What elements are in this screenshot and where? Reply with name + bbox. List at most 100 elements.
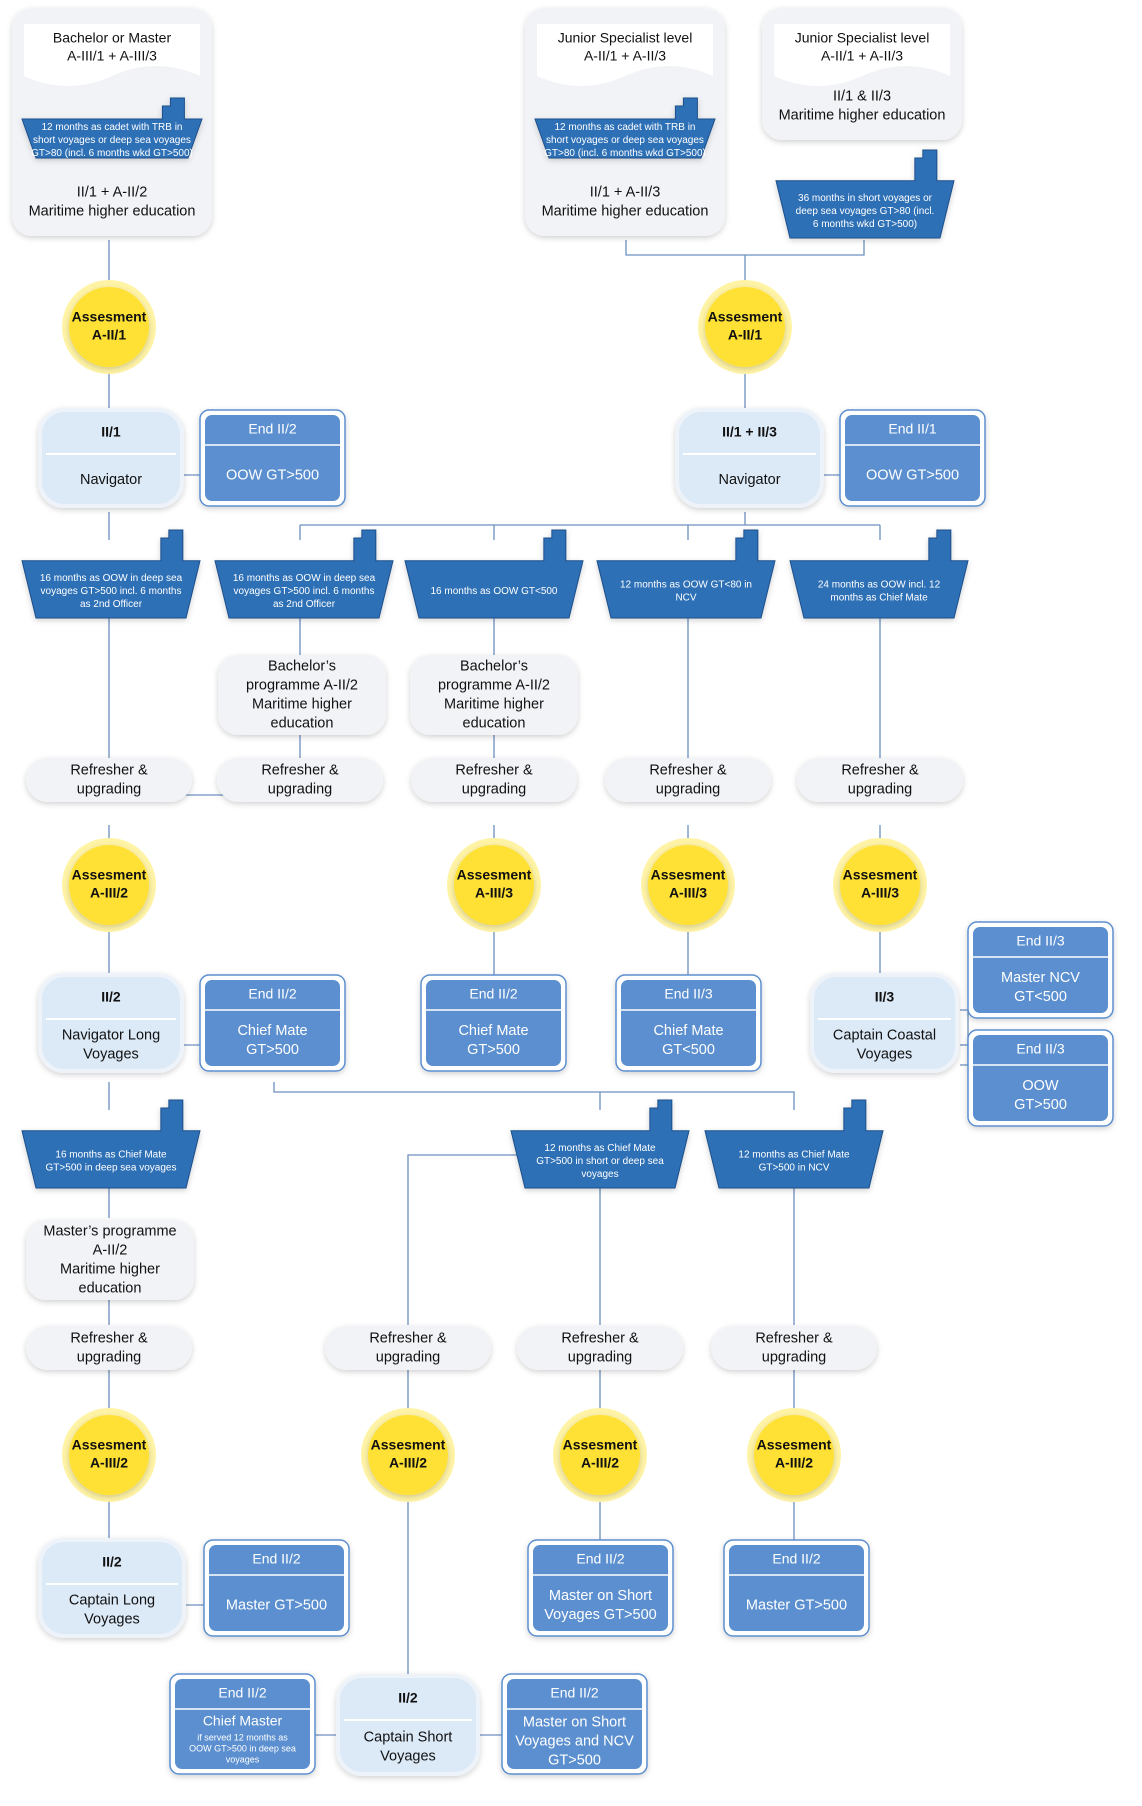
label-text: Assesment: [708, 309, 783, 325]
refresher-pill: Refresher &upgrading: [325, 1326, 491, 1370]
end-box-fill: [426, 980, 561, 1066]
label-text: Navigator Long: [62, 1027, 160, 1043]
label-text: Master on Short: [523, 1714, 626, 1730]
label-text: End II/2: [218, 1685, 266, 1701]
position-card-bg: [38, 1538, 186, 1638]
position-card-bg: [336, 1674, 480, 1776]
end-box-fill: [845, 415, 980, 501]
label-text: Voyages: [380, 1748, 436, 1764]
label-text: Chief Mate: [458, 1023, 528, 1039]
label-text: End II/2: [469, 986, 517, 1002]
ship-text: 12 months as OOW GT<80 in: [620, 580, 752, 591]
refresher-pill-bg: [217, 758, 383, 802]
label-text: Assesment: [843, 867, 918, 883]
ship-text: 16 months as OOW GT<500: [431, 586, 558, 597]
label-text: II/3: [875, 989, 895, 1005]
ship-text: 36 months in short voyages or: [798, 193, 933, 204]
label-text: II/1 + II/3: [722, 424, 777, 440]
ship-text: 12 months as Chief Mate: [544, 1143, 656, 1154]
end-box-fill: [973, 1035, 1108, 1121]
label-text: A-II/1: [92, 327, 126, 343]
assessment-core: [69, 1415, 149, 1495]
label-text: Voyages and NCV: [515, 1733, 634, 1749]
label-text: Master GT>500: [226, 1597, 327, 1613]
ship-text: 16 months as OOW in deep sea: [40, 573, 183, 584]
label-text: Assesment: [757, 1437, 832, 1453]
label-text: upgrading: [376, 1349, 441, 1365]
refresher-pill-bg: [605, 758, 771, 802]
label-text: Voyages GT>500: [544, 1607, 656, 1623]
end-box-fill: [533, 1545, 668, 1631]
label-text: GT>500: [467, 1042, 520, 1058]
assessment-core: [69, 845, 149, 925]
label-text: Assesment: [72, 867, 147, 883]
label-text: End II/1: [888, 421, 936, 437]
label-text: A-III/3: [669, 885, 707, 901]
label-text: II/1: [101, 424, 121, 440]
label-text: education: [271, 715, 334, 731]
end-box-fill: [973, 927, 1108, 1013]
position-card-bg: [38, 973, 184, 1073]
programme-card-bg: [218, 655, 386, 735]
label-text: End II/2: [248, 421, 296, 437]
end-box-fill: [507, 1679, 642, 1769]
ship-shape: [21, 97, 203, 159]
assessment-core: [560, 1415, 640, 1495]
label-text: II/1 + A-II/2: [77, 184, 148, 200]
ship-shape: [704, 1099, 884, 1189]
refresher-pill-bg: [26, 758, 192, 802]
label-text: Maritime higher education: [542, 203, 709, 219]
ship-text: GT>500 in short or deep sea: [536, 1156, 664, 1167]
label-text: A-III/2: [775, 1455, 813, 1471]
refresher-pill-bg: [26, 1326, 192, 1370]
ship-text: months as Chief Mate: [830, 593, 928, 604]
ship-text: as 2nd Officer: [80, 599, 143, 610]
label-text: Bachelor or Master: [53, 30, 172, 46]
entry-card-panel: [537, 24, 713, 86]
ship-shape: [510, 1099, 690, 1189]
ship-text: 12 months as cadet with TRB in: [42, 122, 183, 133]
label-text: Junior Specialist level: [558, 30, 693, 46]
label-text: Navigator: [80, 472, 142, 488]
ship-text: 16 months as Chief Mate: [55, 1150, 167, 1161]
label-text: Captain Short: [364, 1729, 453, 1745]
ship-text: voyages GT>500 incl. 6 months: [41, 586, 182, 597]
connector-line: [273, 1082, 795, 1110]
ship-text: 24 months as OOW incl. 12: [818, 580, 941, 591]
label-text: II/2: [101, 989, 121, 1005]
label-text: upgrading: [762, 1349, 827, 1365]
refresher-pill: Refresher &upgrading: [217, 758, 383, 802]
ship-shape: [21, 529, 201, 619]
refresher-pill: Refresher &upgrading: [517, 1326, 683, 1370]
label-text: Maritime higher education: [29, 203, 196, 219]
position-card-bg: [38, 408, 184, 508]
ship-text: GT>80 (incl. 6 months wkd GT>500): [31, 148, 193, 159]
label-text: Assesment: [72, 309, 147, 325]
ship-text: NCV: [675, 593, 696, 604]
label-text: upgrading: [77, 781, 142, 797]
label-text: Assesment: [457, 867, 532, 883]
end-box-fill: [205, 980, 340, 1066]
label-text: End II/2: [576, 1551, 624, 1567]
refresher-pill: Refresher &upgrading: [797, 758, 963, 802]
label-text: Refresher &: [561, 1330, 639, 1346]
label-text: GT>500: [246, 1042, 299, 1058]
refresher-pill: Refresher &upgrading: [411, 758, 577, 802]
ship-shape: [534, 97, 716, 159]
label-text: End II/3: [664, 986, 712, 1002]
ship-text: short voyages or deep sea voyages: [33, 135, 191, 146]
label-text: A-III/3: [861, 885, 899, 901]
label-text: Refresher &: [755, 1330, 833, 1346]
